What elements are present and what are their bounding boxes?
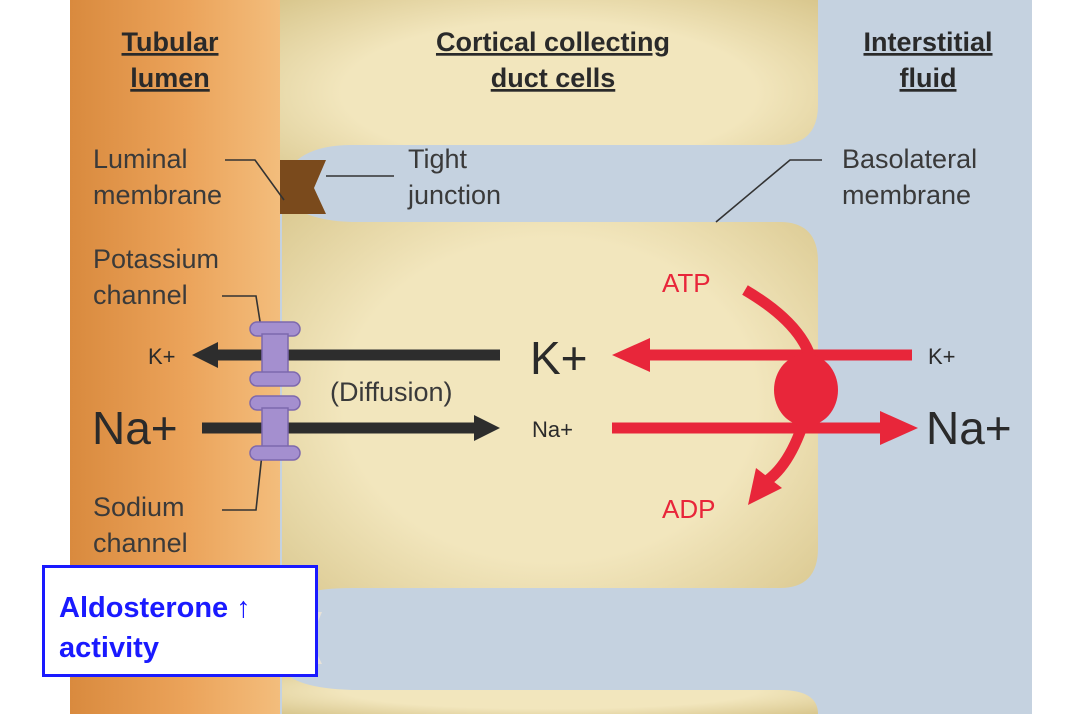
- cells-header-line1: Cortical collecting: [436, 27, 670, 57]
- na-fluid-label: Na+: [926, 402, 1012, 454]
- sodium-potassium-pump: [774, 354, 838, 426]
- tight-junction: [280, 160, 326, 214]
- diffusion-label: (Diffusion): [330, 377, 453, 407]
- k-cell-label: K+: [530, 332, 588, 384]
- potassium-channel-label-line2: channel: [93, 280, 188, 310]
- sodium-channel-leader: [222, 453, 263, 511]
- potassium-channel: [249, 321, 301, 387]
- tight-junction-label-line2: junction: [407, 180, 501, 210]
- potassium-arrowhead: [192, 342, 218, 368]
- sodium-channel-label-line2: channel: [93, 528, 188, 558]
- luminal-membrane-leader: [225, 159, 285, 201]
- aldosterone-callout-line2: activity: [59, 632, 159, 664]
- middle-duct-cell: [282, 190, 818, 610]
- na-cell-label: Na+: [532, 417, 573, 442]
- sodium-pump-arrowhead: [880, 411, 918, 445]
- fluid-header-line1: Interstitial: [863, 27, 992, 57]
- cells-header-line2: duct cells: [491, 63, 616, 93]
- luminal-membrane-label-line1: Luminal: [93, 144, 188, 174]
- potassium-pump-arrowhead: [612, 338, 650, 372]
- k-lumen-label: K+: [148, 344, 176, 369]
- adp-arrowhead: [748, 468, 782, 505]
- potassium-channel-label-line1: Potassium: [93, 244, 219, 274]
- upper-duct-cell: [280, 0, 818, 185]
- lower-duct-cell: [282, 668, 818, 714]
- na-lumen-label: Na+: [92, 402, 178, 454]
- sodium-channel: [249, 395, 301, 461]
- sodium-arrowhead: [474, 415, 500, 441]
- lumen-header-line1: Tubular: [122, 27, 219, 57]
- tight-junction-label-line1: Tight: [408, 144, 468, 174]
- aldosterone-callout: Aldosterone ↑ activity: [42, 565, 318, 677]
- aldosterone-callout-line1: Aldosterone ↑: [59, 592, 251, 624]
- atp-label: ATP: [662, 268, 711, 298]
- basolateral-membrane-leader: [715, 159, 822, 223]
- k-fluid-label: K+: [928, 344, 956, 369]
- fluid-header-line2: fluid: [900, 63, 957, 93]
- luminal-membrane-label-line2: membrane: [93, 180, 222, 210]
- lumen-header-line2: lumen: [130, 63, 210, 93]
- sodium-channel-label-line1: Sodium: [93, 492, 185, 522]
- basolateral-label-line1: Basolateral: [842, 144, 977, 174]
- basolateral-label-line2: membrane: [842, 180, 971, 210]
- adp-label: ADP: [662, 494, 715, 524]
